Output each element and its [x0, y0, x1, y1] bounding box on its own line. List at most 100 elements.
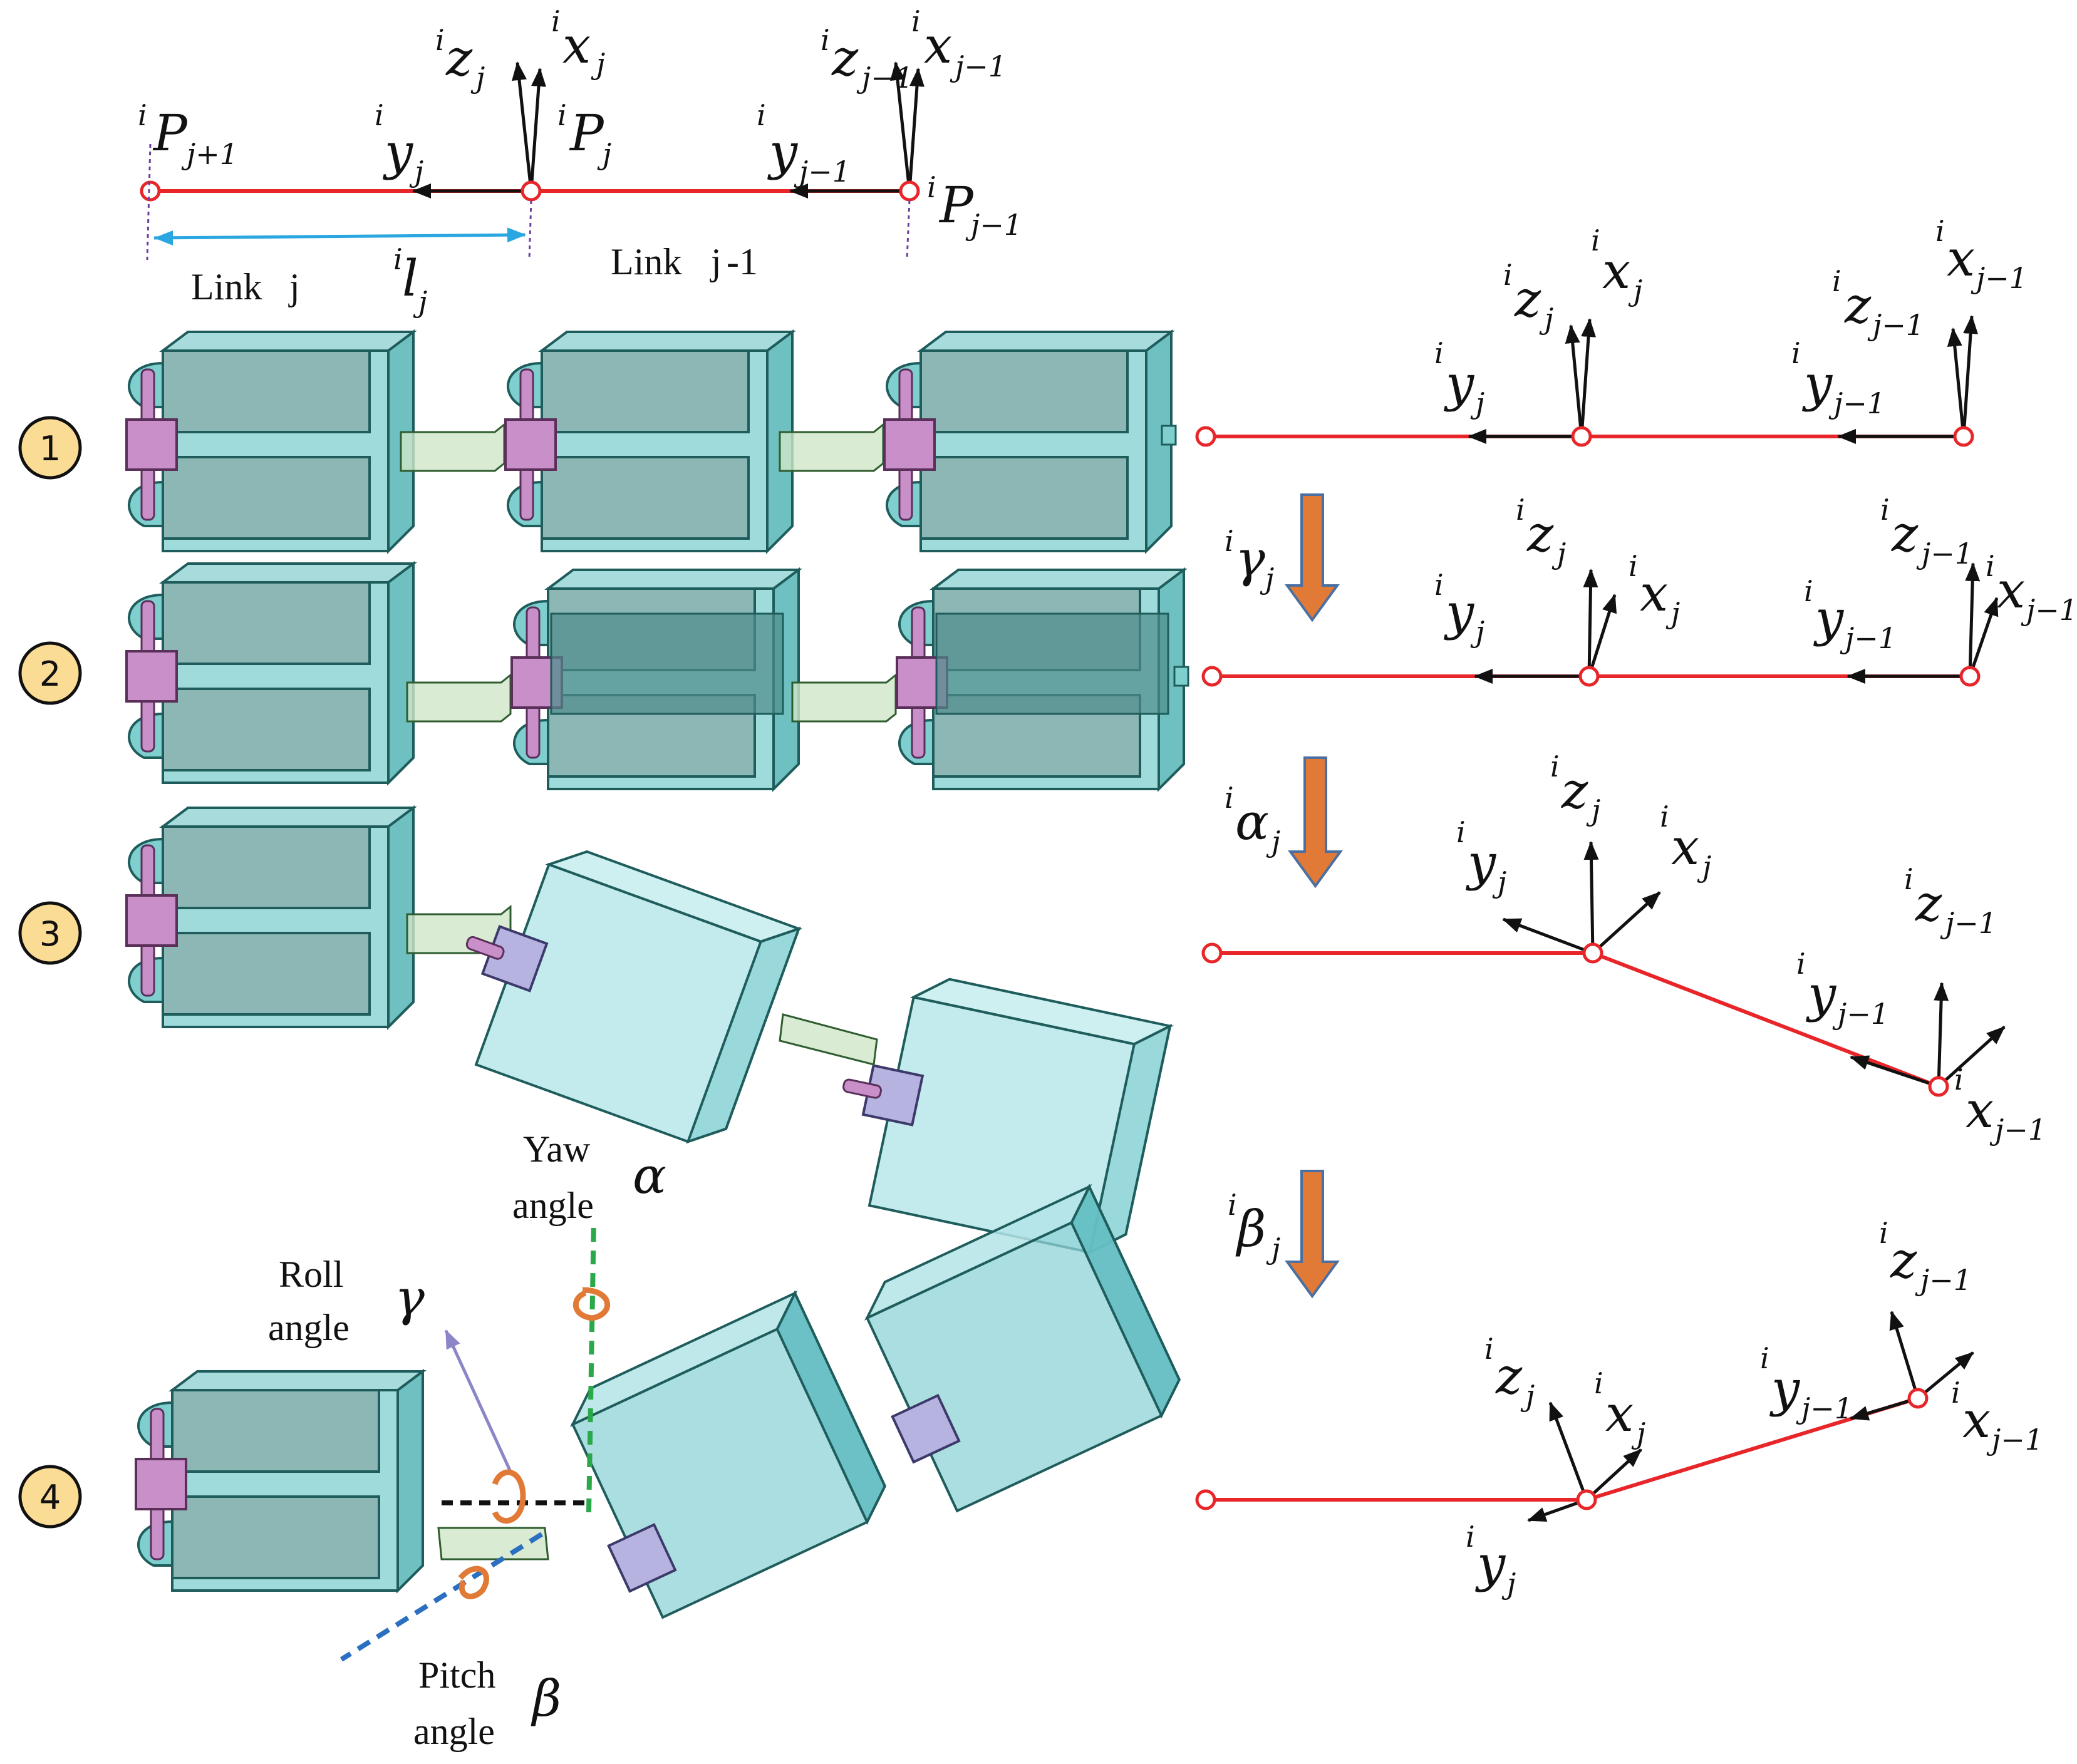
label-sup: i: [375, 98, 384, 132]
svg-text:j: j: [1266, 1232, 1280, 1266]
svg-text:j: j: [1520, 1379, 1535, 1413]
yaw-axis-line: [586, 1220, 596, 1513]
robot-row-1: [125, 331, 1177, 552]
boundary-line-mid: [528, 200, 532, 260]
robot-row-4: [135, 1184, 1181, 1662]
svg-text:x: x: [1997, 561, 2025, 619]
svg-text:z: z: [1561, 761, 1588, 820]
module-row1-b: [504, 331, 794, 552]
svg-text:i: i: [1466, 1520, 1475, 1554]
step-4-number: 4: [39, 1478, 61, 1517]
svg-text:x: x: [1966, 1081, 1994, 1139]
axis-x-j-arrow: [529, 68, 546, 192]
svg-text:i: i: [1660, 800, 1669, 833]
gamma-symbol: γ: [1235, 530, 1265, 588]
roll-direction-arrow: [444, 1329, 512, 1473]
label-p-jp1-sub: j+1: [181, 137, 238, 171]
roll-label-2: angle: [268, 1307, 350, 1348]
joint-p-jm1: [899, 180, 920, 202]
svg-text:x: x: [1640, 564, 1668, 622]
svg-text:i: i: [1503, 258, 1513, 292]
step-2-number: 2: [39, 654, 61, 694]
connector-row2-b: [791, 674, 897, 723]
label-sup: i: [551, 4, 561, 38]
module-row1-c: [883, 331, 1173, 552]
pitch-label-2: angle: [413, 1711, 495, 1752]
svg-text:i: i: [1879, 1216, 1888, 1250]
label-sup: i: [911, 4, 921, 38]
label-x-jm1-sub: j−1: [950, 49, 1007, 83]
joint-p-jp1: [140, 180, 161, 202]
svg-text:i: i: [1225, 781, 1234, 815]
robot-row-3: [125, 807, 1174, 1255]
roll-rotation-icon: [492, 1469, 526, 1524]
svg-text:j−1: j−1: [1915, 1263, 1972, 1297]
label-y-jm1: y: [767, 123, 799, 181]
label-p-jm1: P: [938, 176, 974, 234]
pitch-axis-line: [339, 1532, 544, 1662]
svg-text:x: x: [1947, 229, 1975, 287]
svg-text:x: x: [1605, 1385, 1634, 1443]
svg-text:i: i: [1796, 947, 1806, 981]
connector-row2-a: [406, 674, 512, 723]
boundary-line-right: [906, 200, 911, 260]
label-sup: i: [138, 98, 147, 132]
step-badges: 1 2 3 4: [18, 416, 82, 1529]
yaw-label: Yaw: [523, 1128, 591, 1170]
step-1-number: 1: [39, 429, 61, 468]
svg-text:i: i: [1225, 524, 1234, 558]
label-p-jp1: P: [152, 104, 188, 162]
module-row3-a: [125, 807, 415, 1028]
svg-text:j−1: j−1: [1916, 537, 1973, 570]
roll-symbol: γ: [395, 1269, 425, 1327]
svg-text:i: i: [1594, 1366, 1603, 1400]
label-x-j-sub: j: [591, 47, 605, 81]
svg-text:i: i: [1591, 224, 1600, 257]
label-z-jm1-sub: j−1: [856, 61, 913, 95]
alpha-symbol: α: [1235, 793, 1269, 851]
label-link-j: Link: [191, 266, 262, 307]
svg-text:z: z: [1495, 1347, 1523, 1405]
svg-text:j−1: j−1: [1796, 1391, 1853, 1425]
angle-labels: Yaw angle α Roll angle γ Pitch angle β: [268, 1128, 666, 1752]
pitch-symbol: β: [531, 1669, 561, 1728]
transition-beta: i β j: [1228, 1170, 1340, 1299]
svg-text:x: x: [1602, 242, 1630, 300]
label-sup: i: [757, 98, 766, 132]
svg-text:i: i: [1951, 1376, 1960, 1410]
label-sup: i: [927, 170, 936, 204]
svg-text:j−1: j−1: [1986, 1423, 2043, 1457]
svg-text:j−1: j−1: [2021, 593, 2077, 627]
top-link-strip: i P j+1 i P j i P j−1 i y j i y j−1 i z …: [138, 4, 1022, 319]
step-3-number: 3: [39, 914, 61, 954]
step-2-badge: 2: [18, 641, 82, 705]
svg-text:j: j: [1586, 793, 1600, 827]
module-row2-a: [125, 562, 415, 784]
svg-text:i: i: [1804, 574, 1813, 608]
svg-text:y: y: [1806, 965, 1837, 1023]
label-y-j: y: [383, 123, 414, 181]
svg-text:j: j: [1539, 302, 1553, 336]
svg-text:z: z: [1526, 505, 1554, 563]
svg-text:y: y: [1466, 833, 1497, 892]
svg-text:y: y: [1813, 589, 1845, 647]
svg-text:i: i: [1434, 568, 1444, 602]
robot-row-2: [125, 562, 1189, 790]
svg-text:y: y: [1769, 1359, 1801, 1418]
label-sup: i: [821, 23, 830, 57]
svg-text:i: i: [1935, 214, 1945, 248]
step-1-badge: 1: [18, 416, 82, 480]
svg-text:i: i: [1516, 493, 1525, 527]
label-z-j: z: [445, 29, 473, 87]
svg-text:x: x: [1962, 1391, 1991, 1449]
svg-text:y: y: [1444, 583, 1475, 641]
svg-text:j−1: j−1: [1840, 621, 1897, 655]
svg-text:z: z: [1890, 1231, 1917, 1289]
svg-text:j: j: [1551, 537, 1566, 570]
svg-text:j−1: j−1: [1828, 386, 1885, 420]
svg-text:y: y: [1444, 354, 1475, 413]
